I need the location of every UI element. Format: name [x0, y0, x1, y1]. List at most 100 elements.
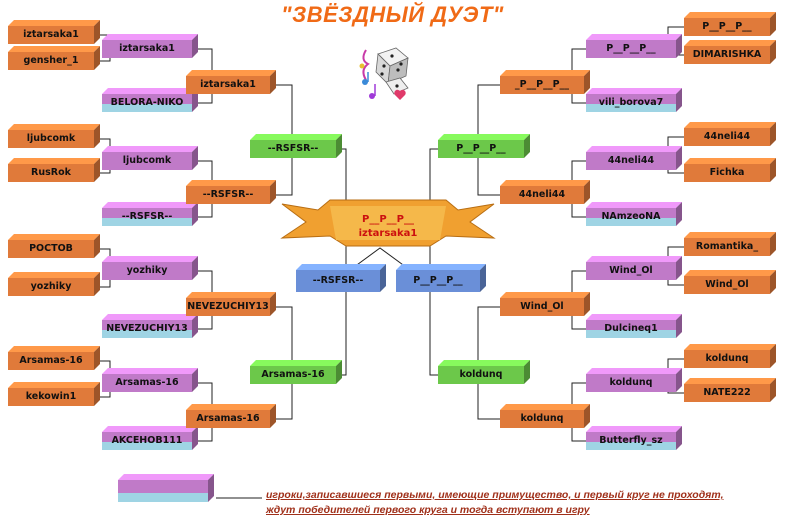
left-r1-player-5 [8, 272, 100, 296]
final-winner-line-2: iztarsaka1 [358, 228, 418, 239]
right-r3-player-0-label: _P__P__P__ [514, 79, 570, 90]
right-r1-player-7-label: NATE222 [703, 387, 751, 398]
right-r1-player-5-label: Wind_Ol [705, 279, 749, 290]
right-r3-player-2-label: Wind_Ol [520, 301, 564, 312]
right-r2-player-1-label: vili_borova7 [598, 97, 664, 108]
left-r1-player-6-label: Arsamas-16 [19, 355, 83, 366]
right-r2-player-7 [586, 426, 682, 450]
left-r1-player-1-label: gensher_1 [23, 55, 79, 66]
left-r2-player-7-label: AKCEHOB111 [111, 435, 183, 446]
left-r4-player-0 [250, 134, 342, 158]
left-r2-player-5 [102, 314, 198, 338]
right-r1-player-2-label: 44neli44 [703, 131, 751, 142]
right-r4-player-1 [438, 360, 530, 384]
right-r3-player-2 [500, 292, 590, 316]
right-r1-player-2 [684, 122, 776, 146]
left-r3-player-2 [186, 292, 276, 316]
left-r3-player-2-label: NEVEZUCHIY13 [187, 301, 269, 312]
right-r1-player-0 [684, 12, 776, 36]
legend-sample-box [118, 474, 262, 502]
right-r1-player-1 [684, 40, 776, 64]
right-r2-player-2-label: 44neli44 [607, 155, 655, 166]
left-r3-player-0-label: iztarsaka1 [200, 79, 256, 90]
left-r1-player-0-label: iztarsaka1 [23, 29, 79, 40]
right-r1-player-3-label: Fichka [709, 167, 745, 178]
right-r2-player-1 [586, 88, 682, 112]
final-winner-line-1: P__P__P__ [362, 214, 414, 225]
left-r1-player-2 [8, 124, 100, 148]
semi-right [396, 264, 486, 292]
right-r2-player-3-label: NAmzeoNA [601, 211, 661, 222]
right-r1-player-7 [684, 378, 776, 402]
right-r3-player-3-label: koldunq [520, 413, 564, 424]
left-r2-player-2-label: ljubcomk [122, 155, 172, 166]
right-r2-player-6 [586, 368, 682, 392]
right-r2-player-5 [586, 314, 682, 338]
left-r2-player-6 [102, 368, 198, 392]
left-r1-player-5-label: yozhiky [30, 281, 72, 292]
left-r2-player-0 [102, 34, 198, 58]
final-banner [280, 199, 496, 247]
right-r3-player-1 [500, 180, 590, 204]
left-r2-player-4-label: yozhiky [126, 265, 168, 276]
right-r2-player-7-label: Butterfly_sz [599, 435, 663, 446]
right-r1-player-3 [684, 158, 776, 182]
right-r1-player-4 [684, 232, 776, 256]
right-r3-player-3 [500, 404, 590, 428]
right-r1-player-0-label: P__P__P__ [702, 21, 752, 32]
left-r3-player-0 [186, 70, 276, 94]
left-r1-player-4 [8, 234, 100, 258]
dice-icon [375, 47, 409, 95]
right-r1-player-6-label: koldunq [705, 353, 749, 364]
left-r1-player-4-label: РОСТОВ [29, 243, 73, 254]
left-r1-player-3 [8, 158, 100, 182]
legend-note-line-2: ждут победителей первого круга и тогда в… [266, 504, 590, 516]
right-r2-player-5-label: Dulcineq1 [604, 323, 658, 334]
right-r1-player-4-label: Romantika_ [695, 241, 759, 252]
left-r1-player-2-label: ljubcomk [26, 133, 76, 144]
left-r3-player-1-label: --RSFSR-- [202, 189, 254, 200]
right-r3-player-0 [500, 70, 590, 94]
right-r2-player-2 [586, 146, 682, 170]
right-r4-player-0 [438, 134, 530, 158]
left-r2-player-5-label: NEVEZUCHIY13 [106, 323, 188, 334]
legend-note: игроки,записавшиеся первыми, имеющие при… [266, 488, 776, 518]
left-r2-player-0-label: iztarsaka1 [119, 43, 175, 54]
right-r3-player-1-label: 44neli44 [518, 189, 566, 200]
dice-music-logo [359, 47, 409, 100]
left-r2-player-1-label: BELORA-NIKO [110, 97, 184, 108]
left-r2-player-6-label: Arsamas-16 [115, 377, 179, 388]
right-r2-player-4-label: Wind_Ol [609, 265, 653, 276]
music-note-icon [359, 49, 376, 99]
left-r2-player-4 [102, 256, 198, 280]
left-r4-player-0-label: --RSFSR-- [267, 143, 319, 154]
left-r2-player-1 [102, 88, 198, 112]
right-r1-player-6 [684, 344, 776, 368]
left-r3-player-3 [186, 404, 276, 428]
left-r4-player-1 [250, 360, 342, 384]
right-r4-player-0-label: P__P__P__ [456, 143, 506, 154]
right-r2-player-0 [586, 34, 682, 58]
right-r2-player-0-label: P__P__P__ [606, 43, 656, 54]
left-r1-player-7-label: kekowin1 [25, 391, 77, 402]
left-r1-player-0 [8, 20, 100, 44]
left-r1-player-7 [8, 382, 100, 406]
heart-icon [394, 89, 406, 100]
legend-note-line-1: игроки,записавшиеся первыми, имеющие при… [266, 489, 724, 501]
right-r2-player-6-label: koldunq [609, 377, 653, 388]
left-r1-player-6 [8, 346, 100, 370]
left-r2-player-3 [102, 202, 198, 226]
left-r3-player-1 [186, 180, 276, 204]
semi-left-label: --RSFSR-- [312, 275, 364, 286]
right-r2-player-3 [586, 202, 682, 226]
left-r4-player-1-label: Arsamas-16 [261, 369, 325, 380]
left-r1-player-1 [8, 46, 100, 70]
page-title: "ЗВЁЗДНЫЙ ДУЭТ" [281, 2, 504, 27]
semi-left [296, 264, 386, 292]
right-r2-player-4 [586, 256, 682, 280]
left-r2-player-2 [102, 146, 198, 170]
right-r1-player-5 [684, 270, 776, 294]
left-r1-player-3-label: RusRok [31, 167, 71, 178]
